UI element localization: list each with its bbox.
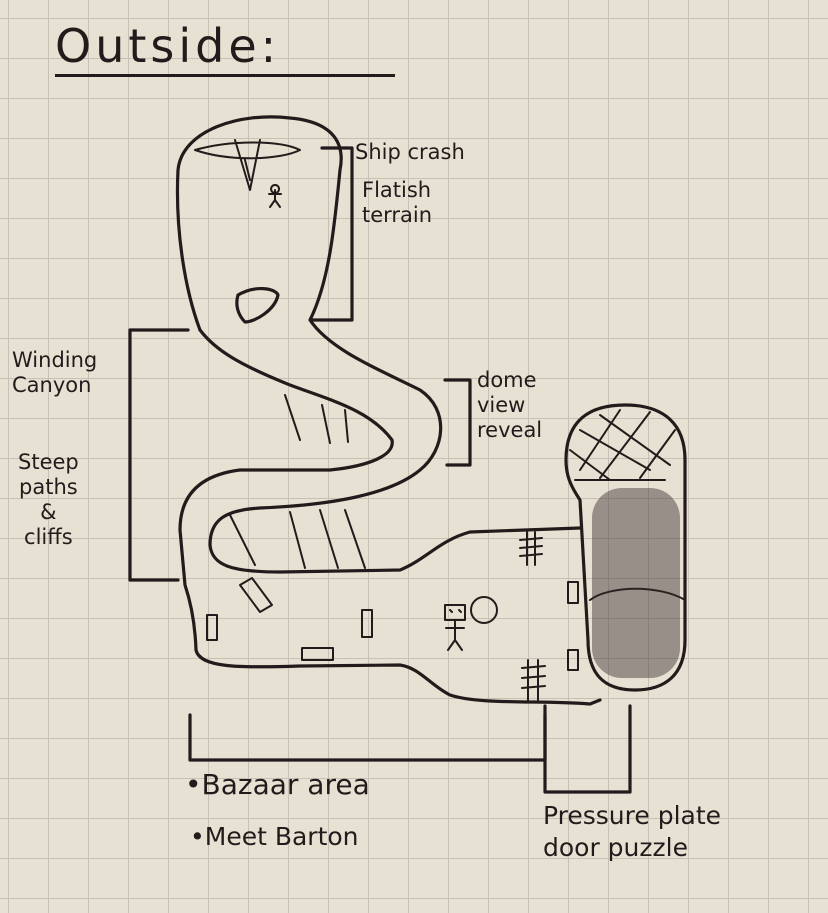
canyon-bracket xyxy=(128,328,190,582)
label-dome-view-reveal: dome view reveal xyxy=(477,368,543,442)
label-meet-barton: •Meet Barton xyxy=(190,822,359,851)
ladder-icon xyxy=(519,531,546,701)
title-underline xyxy=(55,74,395,77)
label-pressure-plate-door-puzzle: Pressure plate door puzzle xyxy=(543,801,722,862)
tube-shading xyxy=(592,488,680,678)
rock-icon xyxy=(235,287,280,324)
dome-bracket xyxy=(443,378,472,467)
ship-bracket xyxy=(310,146,354,322)
lower-area-outline xyxy=(194,648,602,706)
puzzle-bracket xyxy=(543,704,632,794)
canyon-outer-wall xyxy=(175,115,582,574)
label-steep-paths-cliffs: Steep paths & cliffs xyxy=(18,450,79,549)
tube-crosshatch xyxy=(569,409,686,601)
player-icon xyxy=(268,184,282,208)
label-ship-crash: Ship crash xyxy=(355,140,465,164)
stall-icon xyxy=(206,577,579,671)
label-winding-canyon: Winding Canyon xyxy=(12,348,98,397)
pressure-plate-tube xyxy=(564,403,687,692)
barton-npc-icon xyxy=(444,604,466,651)
cliff-hatching xyxy=(229,394,366,569)
ship-crash-icon xyxy=(194,139,301,191)
page-title: Outside: xyxy=(55,19,281,73)
bazaar-bracket xyxy=(188,713,547,762)
canyon-inner-wall xyxy=(178,328,394,652)
label-flatish-terrain: Flatish terrain xyxy=(362,178,433,227)
round-object-icon xyxy=(470,596,498,624)
label-bazaar-area: •Bazaar area xyxy=(185,768,370,801)
